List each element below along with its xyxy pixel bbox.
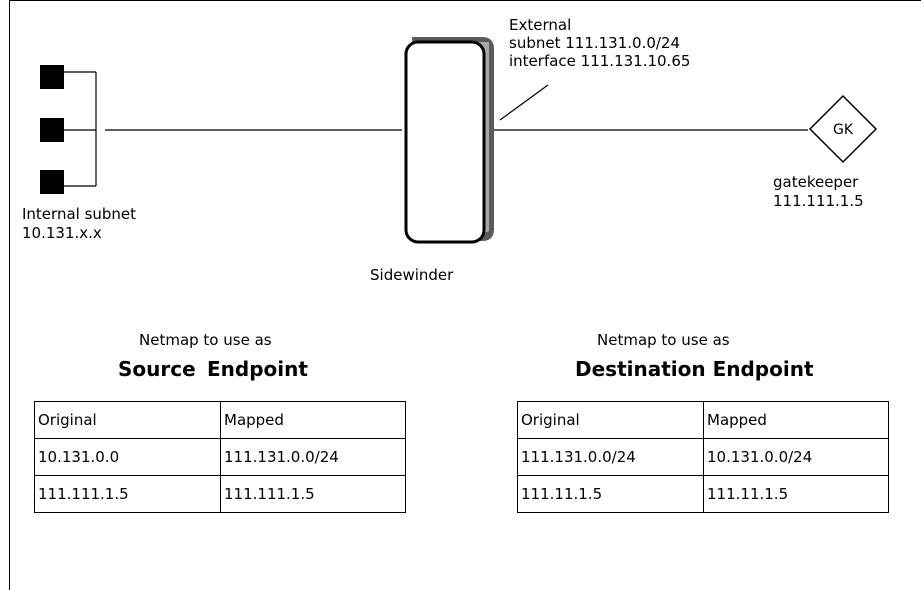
table-header-cell: Mapped (703, 401, 889, 439)
destination-netmap-table: Original Mapped 111.131.0.0/24 10.131.0.… (517, 401, 889, 513)
table-cell: 111.131.0.0/24 (517, 438, 704, 476)
source-heading-word-2: Endpoint (207, 357, 308, 381)
internal-subnet-label: Internal subnet (22, 205, 137, 223)
gatekeeper-icon (808, 94, 878, 164)
external-callout-line (499, 84, 549, 121)
table-cell: 10.131.0.0 (34, 438, 221, 476)
table-cell: 111.131.0.0/24 (220, 438, 406, 476)
firewall-label: Sidewinder (370, 266, 454, 284)
table-row: 111.131.0.0/24 10.131.0.0/24 (517, 438, 889, 476)
table-cell: 111.11.1.5 (517, 475, 704, 513)
table-row: 111.111.1.5 111.111.1.5 (34, 475, 406, 513)
internal-host-1 (40, 65, 64, 89)
frame-top-border (9, 0, 921, 1)
destination-heading-small: Netmap to use as (597, 331, 730, 349)
table-cell: 111.111.1.5 (220, 475, 406, 513)
table-header-cell: Mapped (220, 401, 406, 439)
source-heading-small: Netmap to use as (139, 331, 272, 349)
table-cell: 111.111.1.5 (34, 475, 221, 513)
table-header-row: Original Mapped (517, 401, 889, 439)
gatekeeper-badge: GK (833, 122, 854, 138)
gatekeeper-label: gatekeeper (773, 173, 859, 191)
internal-subnet-range: 10.131.x.x (22, 224, 102, 242)
external-label-1: External (509, 16, 572, 34)
source-heading-word-1: Source (118, 357, 196, 381)
external-interface-label: interface 111.131.10.65 (509, 52, 691, 70)
destination-heading: Destination Endpoint (575, 357, 814, 381)
table-cell: 111.11.1.5 (703, 475, 889, 513)
table-header-cell: Original (34, 401, 221, 439)
table-cell: 10.131.0.0/24 (703, 438, 889, 476)
table-header-row: Original Mapped (34, 401, 406, 439)
table-header-cell: Original (517, 401, 704, 439)
internal-host-3 (40, 170, 64, 194)
table-row: 111.11.1.5 111.11.1.5 (517, 475, 889, 513)
frame-left-border (9, 0, 10, 590)
table-row: 10.131.0.0 111.131.0.0/24 (34, 438, 406, 476)
internal-host-2 (40, 118, 64, 142)
external-subnet-label: subnet 111.131.0.0/24 (509, 34, 681, 52)
gatekeeper-address: 111.111.1.5 (773, 192, 864, 210)
sidewinder-firewall (404, 37, 494, 244)
source-netmap-table: Original Mapped 10.131.0.0 111.131.0.0/2… (34, 401, 406, 513)
internal-host-bus (64, 71, 97, 187)
